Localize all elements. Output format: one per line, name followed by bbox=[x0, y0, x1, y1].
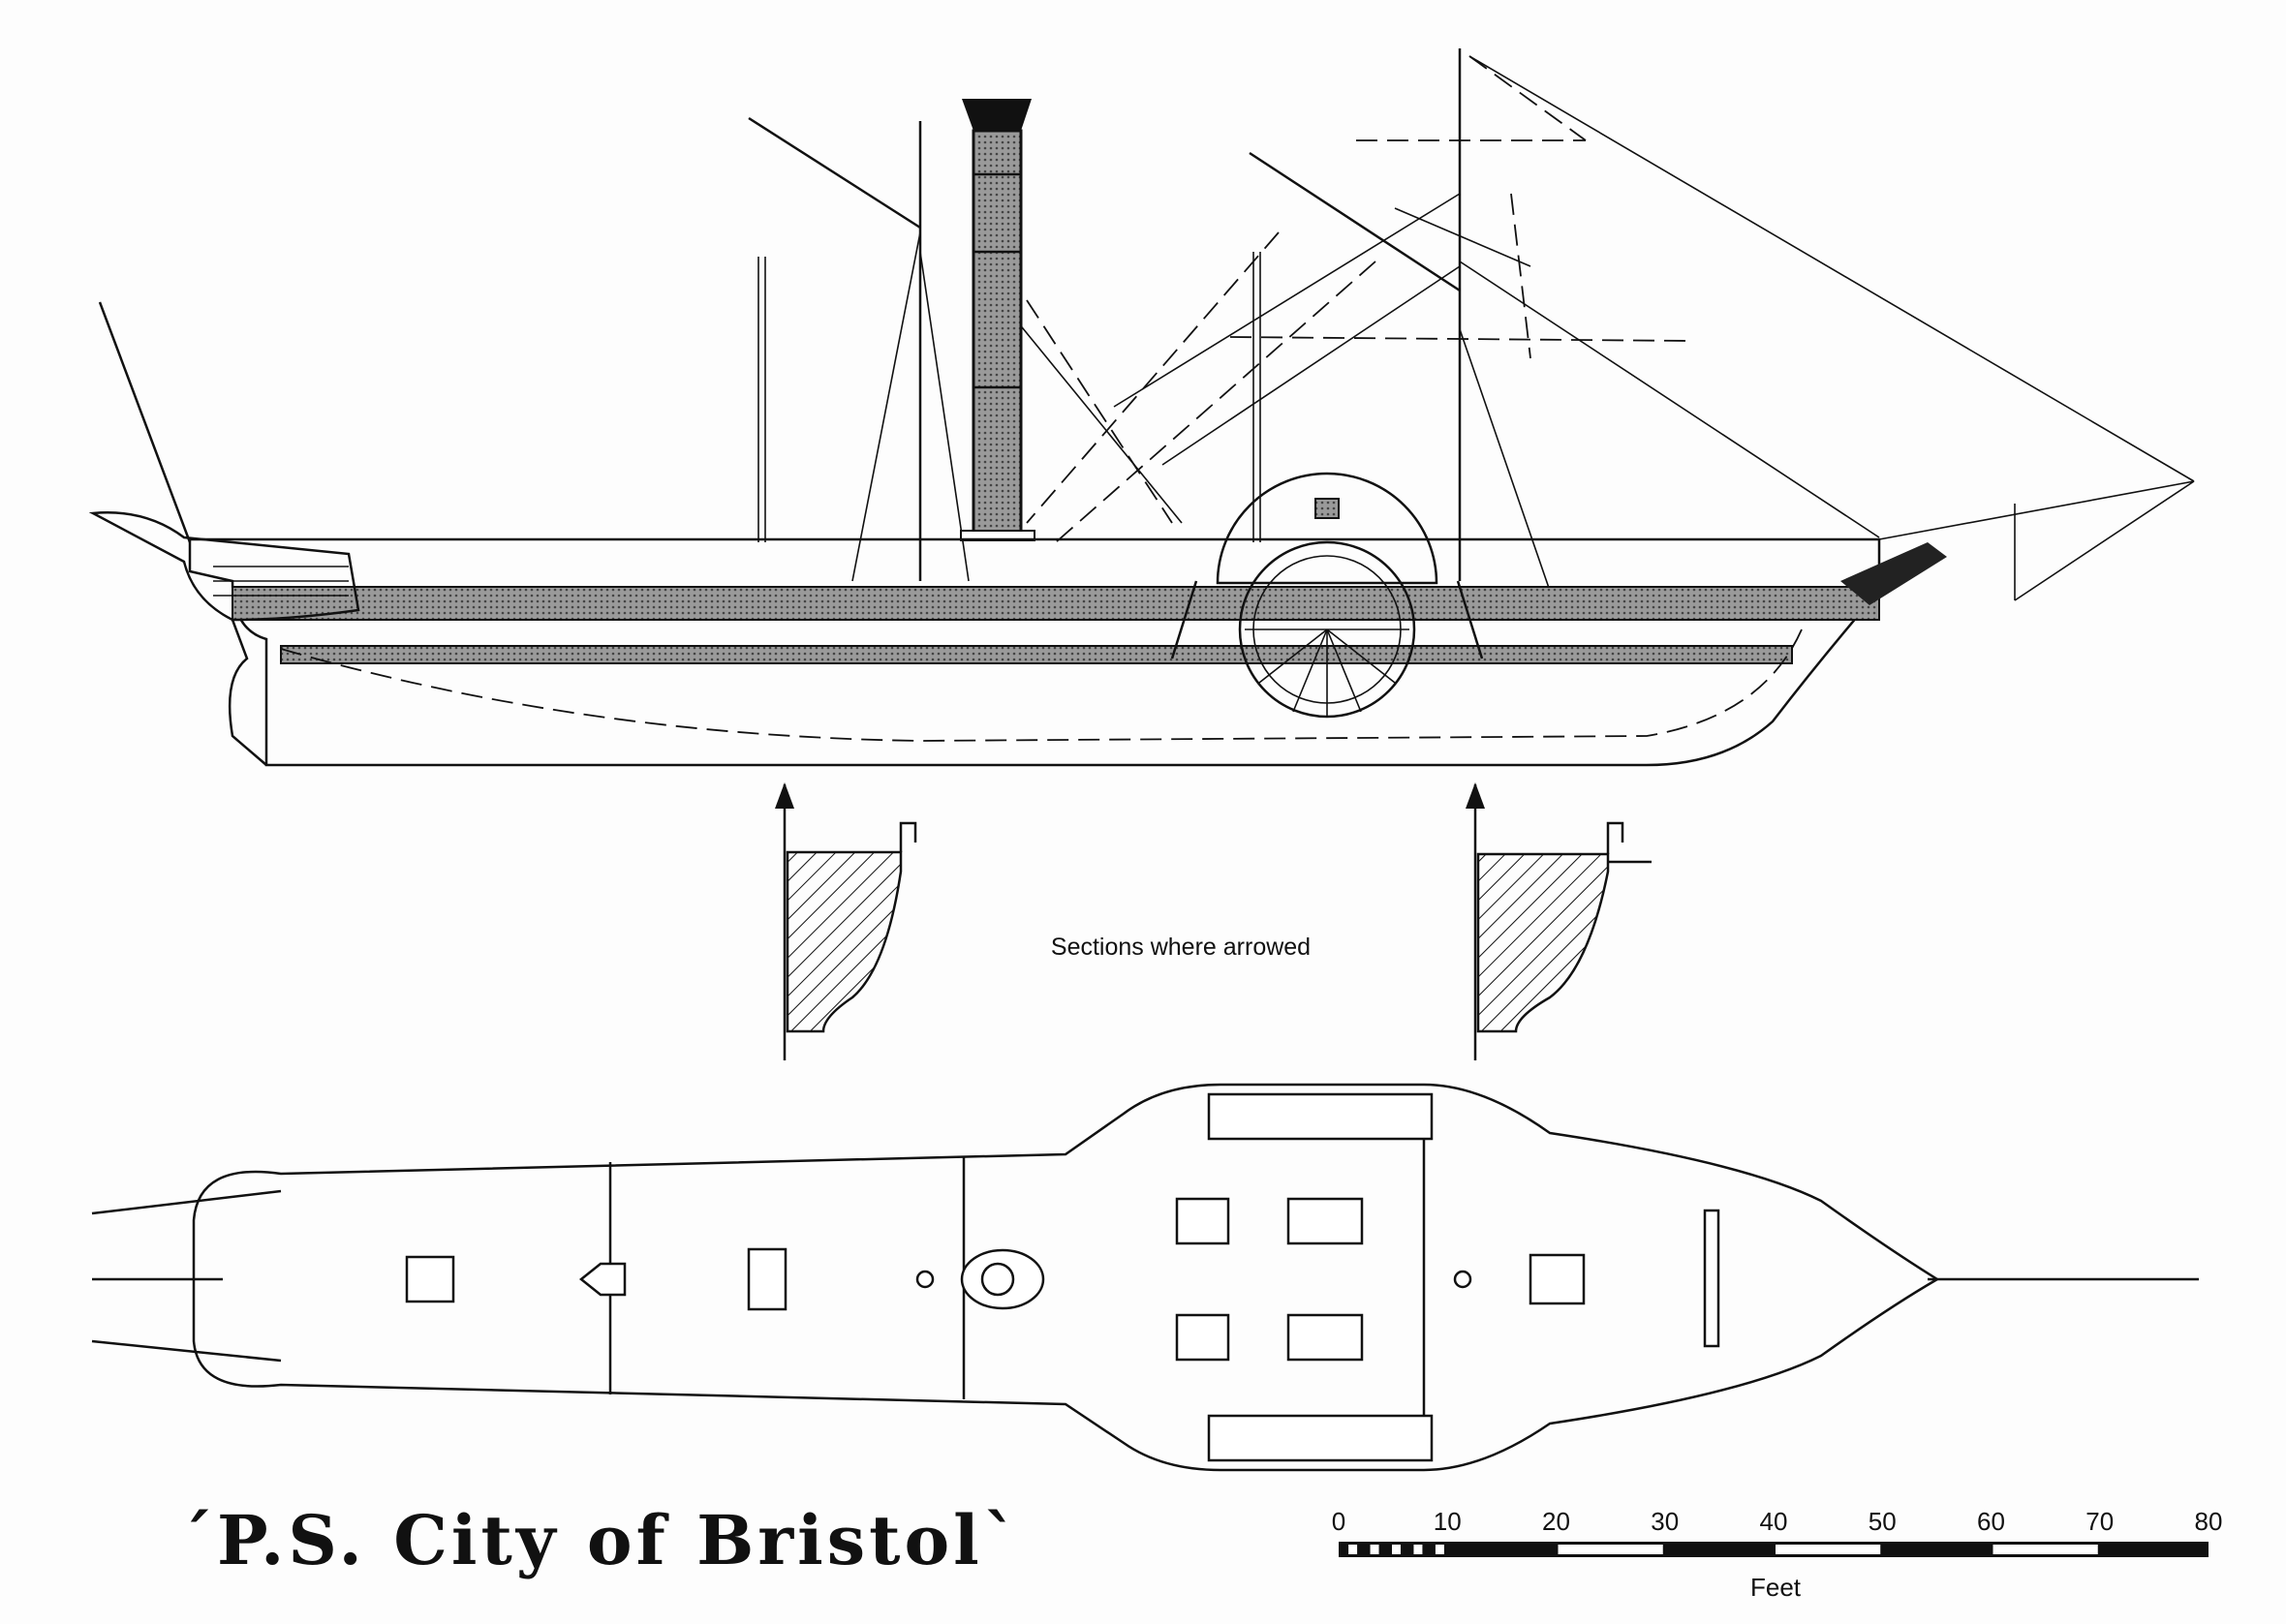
scale-fine-division bbox=[1392, 1545, 1401, 1554]
scale-tick-label: 70 bbox=[2085, 1507, 2114, 1536]
funnel bbox=[960, 99, 1035, 541]
deck-plan bbox=[91, 1083, 2199, 1472]
scale-fine-division bbox=[1413, 1545, 1423, 1554]
scale-fine-division bbox=[1370, 1545, 1379, 1554]
scale-tick-label: 30 bbox=[1651, 1507, 1679, 1536]
scale-division bbox=[1776, 1545, 1881, 1554]
scale-tick-label: 40 bbox=[1760, 1507, 1788, 1536]
scale-bar: 0 10 20 30 40 50 60 70 80 Feet bbox=[1332, 1507, 2223, 1602]
scale-fine-division bbox=[1435, 1545, 1444, 1554]
scale-tick-label: 80 bbox=[2195, 1507, 2223, 1536]
scale-bar-frame bbox=[1339, 1542, 2209, 1557]
drawing-title: ´P.S. City of Bristol` bbox=[179, 1500, 1021, 1580]
scale-division bbox=[1558, 1545, 1663, 1554]
rigging bbox=[98, 48, 2195, 601]
scale-tick-label: 60 bbox=[1977, 1507, 2005, 1536]
scale-unit-label: Feet bbox=[1750, 1573, 1802, 1602]
hull-sections: Sections where arrowed bbox=[775, 782, 1652, 1060]
hull bbox=[88, 511, 1947, 767]
scale-tick-label: 50 bbox=[1869, 1507, 1897, 1536]
paddle-box bbox=[1170, 472, 1484, 719]
scale-division bbox=[1993, 1545, 2098, 1554]
sections-caption: Sections where arrowed bbox=[1051, 934, 1311, 961]
side-elevation bbox=[88, 48, 2195, 767]
scale-tick-label: 0 bbox=[1332, 1507, 1345, 1536]
scale-tick-label: 10 bbox=[1434, 1507, 1462, 1536]
scale-tick-label: 20 bbox=[1542, 1507, 1570, 1536]
section-fore bbox=[1466, 782, 1652, 1060]
section-aft bbox=[775, 782, 917, 1060]
scale-fine-division bbox=[1348, 1545, 1358, 1554]
